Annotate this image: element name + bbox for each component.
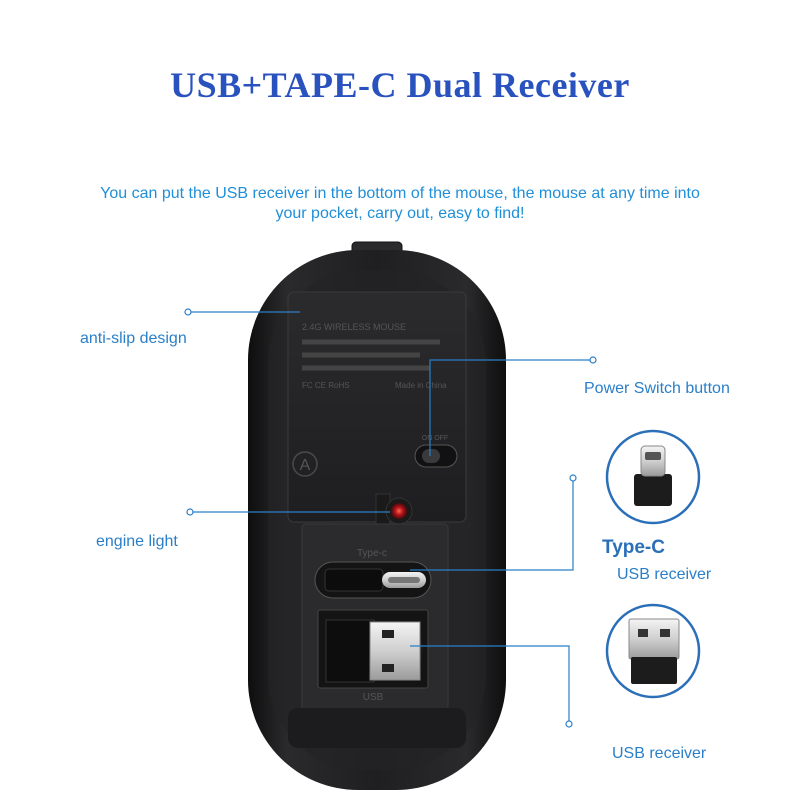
- logo-letter: A: [300, 457, 311, 474]
- subtitle: You can put the USB receiver in the bott…: [100, 185, 700, 222]
- leader-power-switch: [429, 359, 593, 456]
- callout-typec-receiver: USB receiver: [617, 566, 712, 583]
- callout-typec-title: Type-C: [602, 537, 665, 558]
- usb-slot-label: USB: [363, 692, 384, 703]
- switch-text: ON OFF: [422, 435, 448, 442]
- typec-receiver-icon: [605, 429, 701, 525]
- logo-circle: [292, 451, 318, 477]
- mouse-model-text: 2.4G WIRELESS MOUSE: [302, 322, 406, 332]
- mouse-cert-text: FC CE RoHS: [302, 381, 350, 390]
- typec-slot-label: Type-c: [357, 548, 387, 559]
- leader-typec: [410, 478, 574, 571]
- callout-usb-receiver: USB receiver: [612, 745, 707, 762]
- callout-anti-slip-design: anti-slip design: [80, 330, 187, 347]
- callout-power-switch: Power Switch button: [584, 380, 730, 397]
- mouse-made-in-text: Made in China: [395, 381, 447, 390]
- callout-engine-light: engine light: [96, 533, 178, 550]
- page-title: USB+TAPE-C Dual Receiver: [170, 65, 630, 105]
- engine-light-lens: [391, 503, 407, 519]
- callout-leaders: [184, 308, 597, 728]
- leader-usb: [410, 645, 570, 724]
- mouse-bottom-view: 2.4G WIRELESS MOUSE FC CE RoHS Made in C…: [248, 241, 506, 790]
- usb-plug: [369, 621, 421, 681]
- usb-receiver-icon: [605, 603, 701, 699]
